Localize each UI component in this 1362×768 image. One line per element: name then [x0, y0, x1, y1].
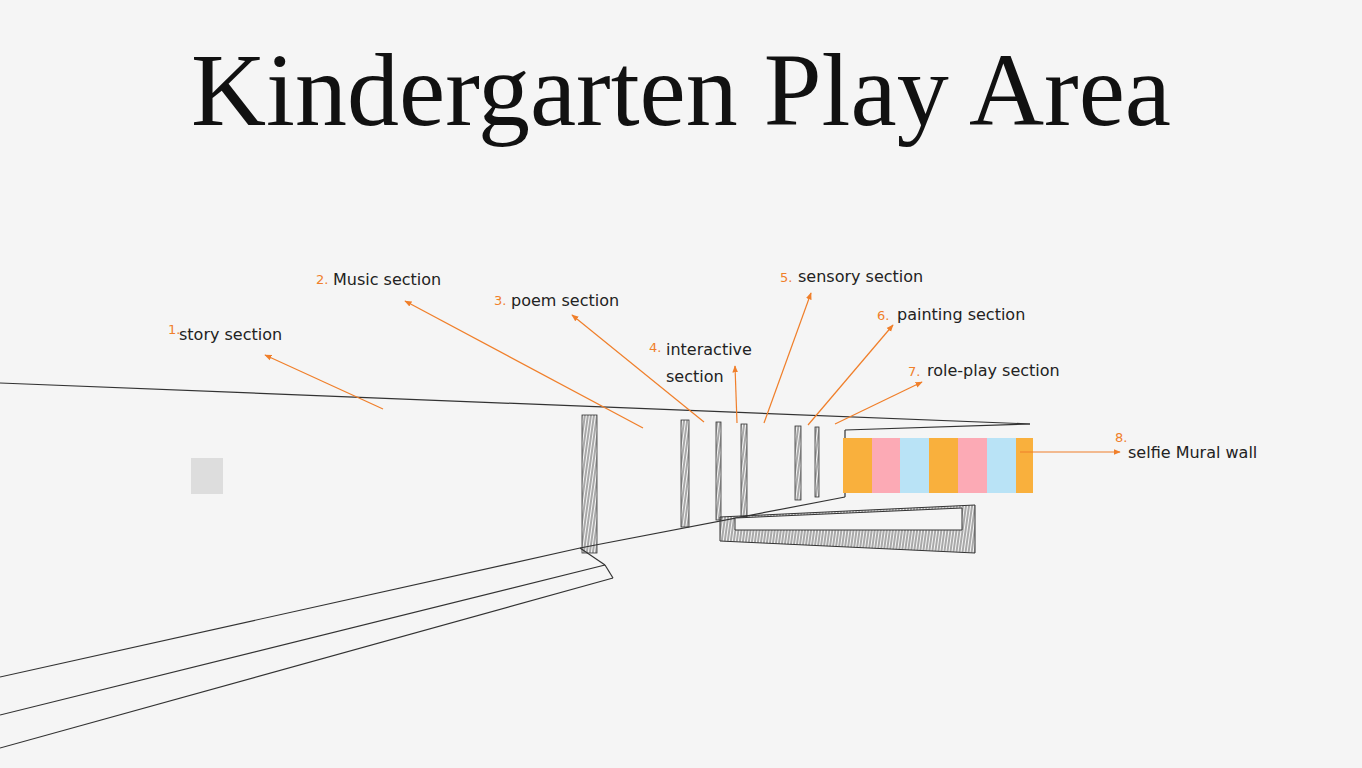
wall-lines: [0, 383, 1030, 748]
callout-number: 7.: [908, 364, 920, 379]
section-label: poem section: [511, 291, 619, 310]
section-label: Music section: [333, 270, 441, 289]
callout-number: 4.: [649, 340, 661, 355]
leader-lines: [265, 293, 1120, 452]
callout-number: 8.: [1115, 430, 1127, 445]
callout-number: 3.: [494, 293, 506, 308]
callout-number: 6.: [877, 308, 889, 323]
wall-frame: [191, 458, 223, 494]
section-label: selfie Mural wall: [1128, 443, 1257, 462]
callout-number: 1.: [168, 322, 180, 337]
callout-number: 5.: [780, 270, 792, 285]
section-label: story section: [179, 325, 282, 344]
selfie-mural: [843, 438, 1033, 493]
section-label: painting section: [897, 305, 1025, 324]
section-label: role-play section: [927, 361, 1060, 380]
section-label: sensory section: [798, 267, 923, 286]
callout-number: 2.: [316, 272, 328, 287]
sandbox: [720, 505, 975, 553]
section-label: interactive section: [666, 336, 770, 390]
page-title: Kindergarten Play Area: [0, 28, 1362, 153]
